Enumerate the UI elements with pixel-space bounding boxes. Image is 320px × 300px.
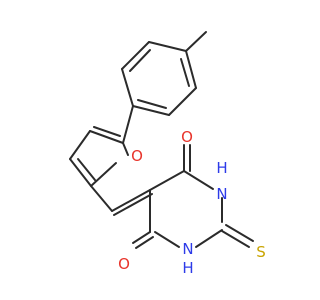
benzene-bond-3 (132, 105, 170, 116)
benzene-bond-5-inner (129, 49, 151, 72)
carbonyl-oxygen-bottom-label: O (118, 255, 130, 273)
ring-bond-c4top-n3 (183, 170, 214, 190)
linker-bond-c2-ch (90, 185, 113, 212)
benzene-bond-2 (168, 87, 197, 116)
furan-bond-c3-c2-inner (77, 158, 96, 181)
furan-oxygen-label: O (131, 147, 143, 165)
furan-bond-c5-c4 (89, 130, 124, 144)
nh-bottom-nitrogen-label: N (182, 240, 193, 258)
carbonyl-bottom-bond (132, 231, 151, 244)
ring-bond-c2-n1 (195, 229, 223, 248)
biaryl-bond (122, 105, 134, 144)
furan-bond-c4-c3 (69, 130, 91, 160)
carbonyl-oxygen-top-label: O (181, 128, 193, 146)
nh-top-hydrogen-label: H (216, 159, 227, 177)
methyl-bond (185, 31, 207, 52)
ring-bond-c5-c4top (149, 170, 185, 191)
benzene-bond-6 (148, 41, 187, 52)
exocyclic-double-bond (111, 189, 151, 212)
benzene-bond-1 (185, 50, 197, 89)
nh-bottom-hydrogen-label: H (182, 259, 193, 277)
structure-canvas: O O O H N N H S (69, 31, 266, 277)
benzene-bond-1-inner (180, 58, 190, 87)
molecule-structure-diagram: O O O H N N H S (69, 31, 266, 277)
furan-bond-c2-o (90, 162, 117, 187)
benzene-bond-5 (121, 41, 150, 70)
thione-bond (225, 224, 254, 242)
furan-bond-c3-c2 (69, 158, 92, 187)
exocyclic-double-bond-second (113, 193, 153, 216)
thione-sulfur-label: S (256, 243, 266, 261)
ring-bond-n1-c6 (154, 231, 180, 248)
furan-bond-o-c5 (122, 142, 129, 156)
carbonyl-bottom-bond-2 (135, 236, 154, 249)
nh-top-nitrogen-label: N (216, 185, 227, 203)
benzene-bond-3-inner (137, 99, 167, 109)
thione-bond-2 (221, 230, 250, 248)
furan-bond-c5-c4-inner (93, 126, 121, 137)
benzene-bond-4 (121, 68, 134, 107)
